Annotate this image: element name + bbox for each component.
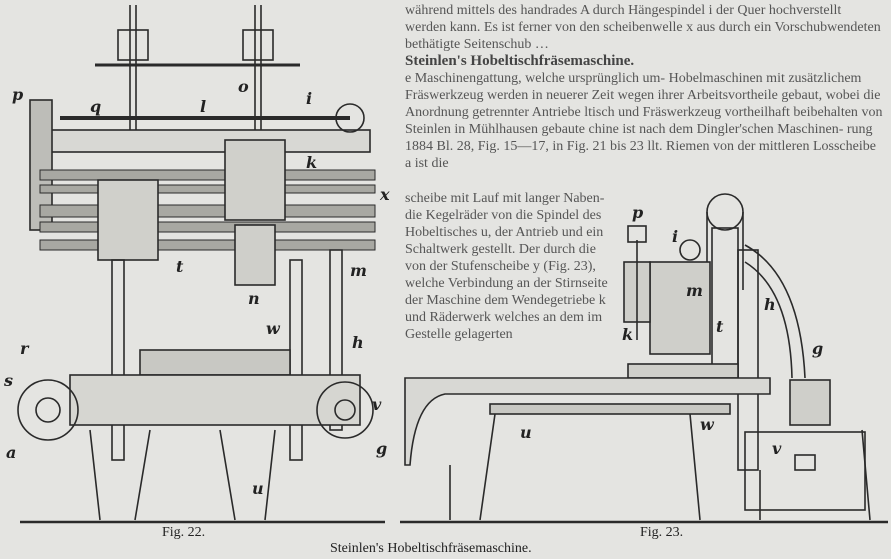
- part-label: m: [686, 281, 703, 300]
- figure-23-caption: Fig. 23.: [640, 525, 684, 540]
- part-label: w: [700, 415, 714, 434]
- text-line: ltisch und Fräswerkzeug vortheilhaft bei…: [584, 105, 858, 120]
- top-text-block: während mittels des handrades A durch Hä…: [405, 2, 883, 172]
- text-line: hochverstellt werden kann. Es ist ferner…: [405, 3, 842, 35]
- text-line: e Maschinengattung, welche ursprünglich …: [405, 71, 666, 86]
- text-line: während mittels des: [405, 3, 517, 18]
- figure-22-drawing: [17, 5, 385, 524]
- text-line: die Kegelräder von die: [405, 208, 533, 223]
- part-label: i: [306, 89, 313, 108]
- figure-22-caption: Fig. 22.: [162, 525, 206, 540]
- part-label: r: [20, 339, 29, 358]
- text-line: durch die von der Stufenscheibe y (Fig. …: [405, 242, 596, 291]
- part-label: v: [372, 395, 382, 414]
- middle-text-block: scheibe mit Lauf mit langer Naben- die K…: [405, 190, 615, 343]
- text-line: Schaltwerk gestellt.: [405, 242, 516, 257]
- part-label: k: [306, 153, 318, 172]
- text-line: welches an dem im Gestelle gelagerten: [405, 310, 603, 342]
- text-line: Der: [518, 242, 540, 257]
- text-line: von Steinlen in Mühlhausen gebaute: [405, 105, 883, 137]
- text-line: llt. Riemen von der mittleren Losscheibe…: [405, 139, 876, 171]
- part-label: g: [812, 339, 824, 358]
- part-label: u: [520, 423, 532, 442]
- part-label: h: [764, 295, 776, 314]
- plate-caption: Steinlen's Hobeltischfräsemaschine.: [330, 541, 532, 556]
- part-label: a: [6, 443, 17, 462]
- figure-23-drawing: [400, 193, 888, 524]
- part-label: t: [176, 257, 184, 276]
- text-line: chine ist nach dem Dingler'schen Maschin…: [588, 122, 844, 137]
- text-line: handrades A durch Hängespindel i der Que…: [520, 3, 766, 18]
- part-label: i: [672, 227, 679, 246]
- part-label: p: [632, 203, 644, 222]
- text-line: gebaut, wobei die Anordnung getrennter A…: [405, 88, 881, 120]
- text-line: Spindel des Hobeltisches u,: [405, 208, 602, 240]
- text-line: scheibe mit Lauf mit langer Naben-: [405, 191, 605, 206]
- part-label: x: [380, 185, 390, 204]
- text-line: der Antrieb und ein: [494, 225, 604, 240]
- part-label: k: [622, 325, 634, 344]
- text-line: Hobelmaschinen mit zusätzlichem Fräswerk…: [405, 71, 862, 103]
- part-label: u: [252, 479, 264, 498]
- part-label: g: [376, 439, 388, 458]
- text-line: dem Wendegetriebe k und Räderwerk: [405, 293, 606, 325]
- part-label: t: [716, 317, 724, 336]
- section-heading: Steinlen's Hobeltischfräsemaschine.: [405, 53, 635, 69]
- part-label: h: [352, 333, 364, 352]
- text-line: Verbindung an der Stirnseite der Maschin…: [405, 276, 608, 308]
- text-line: werden in neuerer Zeit wegen ihrer Arbei…: [487, 88, 778, 103]
- part-label: v: [772, 439, 782, 458]
- text-line: bethätigte Seitenschub …: [405, 37, 549, 52]
- part-label: q: [90, 97, 102, 116]
- part-label: p: [12, 85, 24, 104]
- text-line: rung 1884 Bl. 28, Fig. 15—17, in Fig. 21…: [405, 122, 873, 154]
- part-label: m: [350, 261, 367, 280]
- part-label: l: [200, 97, 207, 116]
- part-label: s: [4, 371, 14, 390]
- part-label: o: [238, 77, 249, 96]
- part-label: w: [266, 319, 280, 338]
- part-label: n: [248, 289, 260, 308]
- text-line: scheibenwelle x aus durch ein Vorschubwe…: [603, 20, 881, 35]
